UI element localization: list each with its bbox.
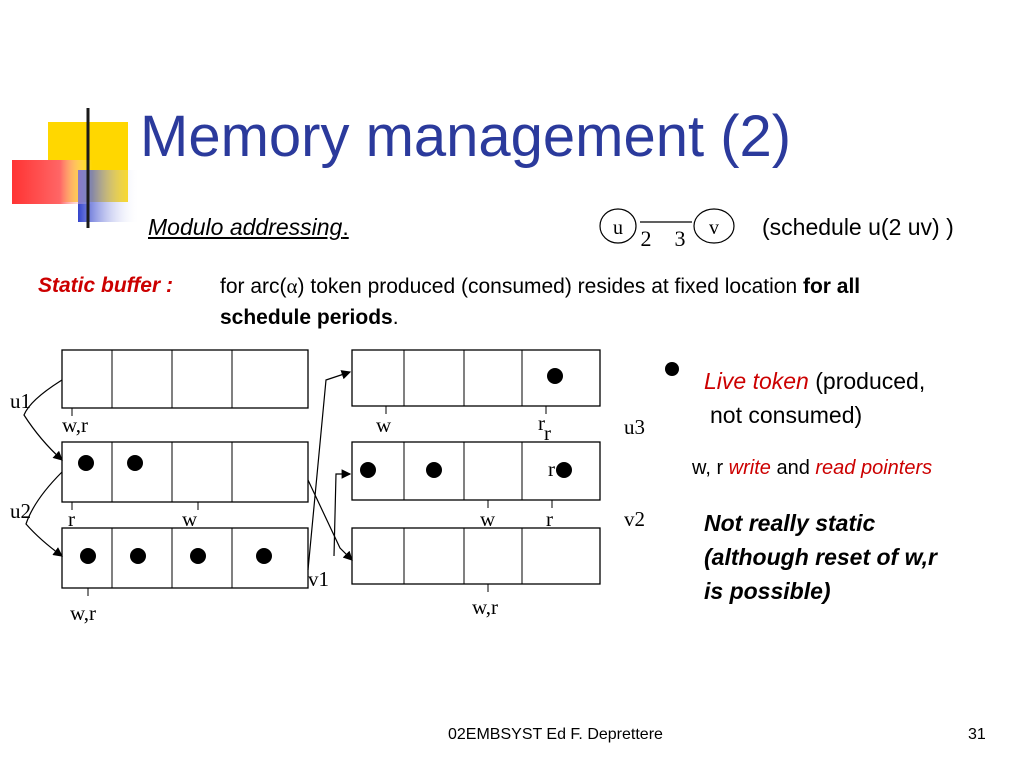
static-text-start: for arc(	[220, 275, 287, 298]
legend-live-token-label: Live token	[704, 368, 809, 394]
deco-red-square	[12, 160, 92, 204]
node-v-label: v	[709, 217, 719, 239]
label-u3: u3	[624, 415, 645, 439]
ptr-left-row1: w,r	[62, 413, 88, 437]
legend-and: and	[770, 457, 816, 479]
note-line3: is possible)	[704, 578, 831, 604]
ptr-right-row1-r2: r	[544, 421, 551, 445]
static-buffer-label: Static buffer :	[38, 274, 173, 297]
arrow-mid-2	[333, 469, 352, 557]
arrow-mid-3	[307, 479, 353, 561]
token-dot	[78, 455, 94, 471]
subtitle-text: Modulo addressing	[148, 214, 343, 240]
static-line2-end: .	[392, 306, 399, 329]
ptr-right-row2-r2: r	[546, 507, 553, 531]
token-dot	[127, 455, 143, 471]
alpha-symbol: α	[286, 274, 298, 298]
legend-pointers-prefix: w, r	[692, 457, 729, 479]
ptr-right-row3: w,r	[472, 595, 498, 619]
page-number: 31	[968, 726, 986, 743]
token-dot	[547, 368, 563, 384]
token-dot	[556, 462, 572, 478]
static-buffer-text: for arc(α) token produced (consumed) res…	[220, 274, 860, 299]
label-u1: u1	[10, 389, 31, 413]
token-dot	[130, 548, 146, 564]
consume-rate: 3	[675, 226, 686, 251]
ptr-left-row2-r: r	[68, 507, 75, 531]
token-dot	[80, 548, 96, 564]
token-dot	[360, 462, 376, 478]
left-buffer-2	[61, 441, 309, 503]
token-dot	[190, 548, 206, 564]
static-line2-bold: schedule periods	[220, 306, 393, 329]
left-buffer-3	[61, 527, 309, 589]
note-line2: (although reset of w,r	[704, 544, 937, 570]
label-u2: u2	[10, 499, 31, 523]
legend-live-token: Live token (produced,	[704, 368, 925, 395]
ptr-right-row2-r: r	[548, 457, 555, 481]
schedule-text: (schedule u(2 uv) )	[762, 214, 954, 240]
node-u-circle	[599, 208, 637, 244]
legend-live-token-rest: (produced,	[808, 368, 926, 394]
token-dot	[256, 548, 272, 564]
arrow-u1	[23, 379, 63, 461]
legend-live-token-line2: not consumed)	[710, 402, 863, 428]
right-buffer-1	[351, 349, 601, 407]
ptr-right-row1-r: r	[538, 411, 545, 435]
node-u-label: u	[613, 217, 623, 239]
ptr-left-row2-w: w	[182, 507, 198, 531]
static-text-bold: for all	[802, 275, 861, 298]
label-v2: v2	[624, 507, 645, 531]
static-buffer-text-line2: schedule periods.	[220, 306, 399, 330]
left-buffer-1	[61, 349, 309, 409]
arrow-mid-1	[307, 370, 352, 571]
legend-read: read pointers	[815, 457, 933, 479]
right-buffer-2	[351, 441, 601, 501]
static-text-mid: ) token produced (consumed) resides at f…	[297, 275, 803, 298]
arrow-u2	[25, 471, 63, 557]
label-v1: v1	[308, 567, 329, 591]
node-v-circle	[693, 208, 735, 244]
footer-text: 02EMBSYST Ed F. Deprettere	[448, 726, 663, 743]
legend-token-dot	[665, 362, 679, 376]
legend-pointers: w, r write and read pointers	[692, 457, 932, 480]
ptr-right-row2-w: w	[480, 507, 496, 531]
legend-write: write	[728, 457, 771, 479]
ptr-right-row1-w: w	[376, 413, 392, 437]
right-buffer-3	[351, 527, 601, 585]
note-line1: Not really static	[704, 510, 876, 536]
produce-rate: 2	[641, 226, 652, 251]
token-dot	[426, 462, 442, 478]
note-box: Not really static (although reset of w,r…	[704, 506, 937, 608]
pointer-ticks	[71, 406, 553, 596]
page-title: Memory management (2)	[140, 104, 792, 169]
subtitle-period: .	[342, 214, 349, 240]
subtitle: Modulo addressing.	[148, 214, 349, 241]
ptr-left-row3: w,r	[70, 601, 96, 625]
